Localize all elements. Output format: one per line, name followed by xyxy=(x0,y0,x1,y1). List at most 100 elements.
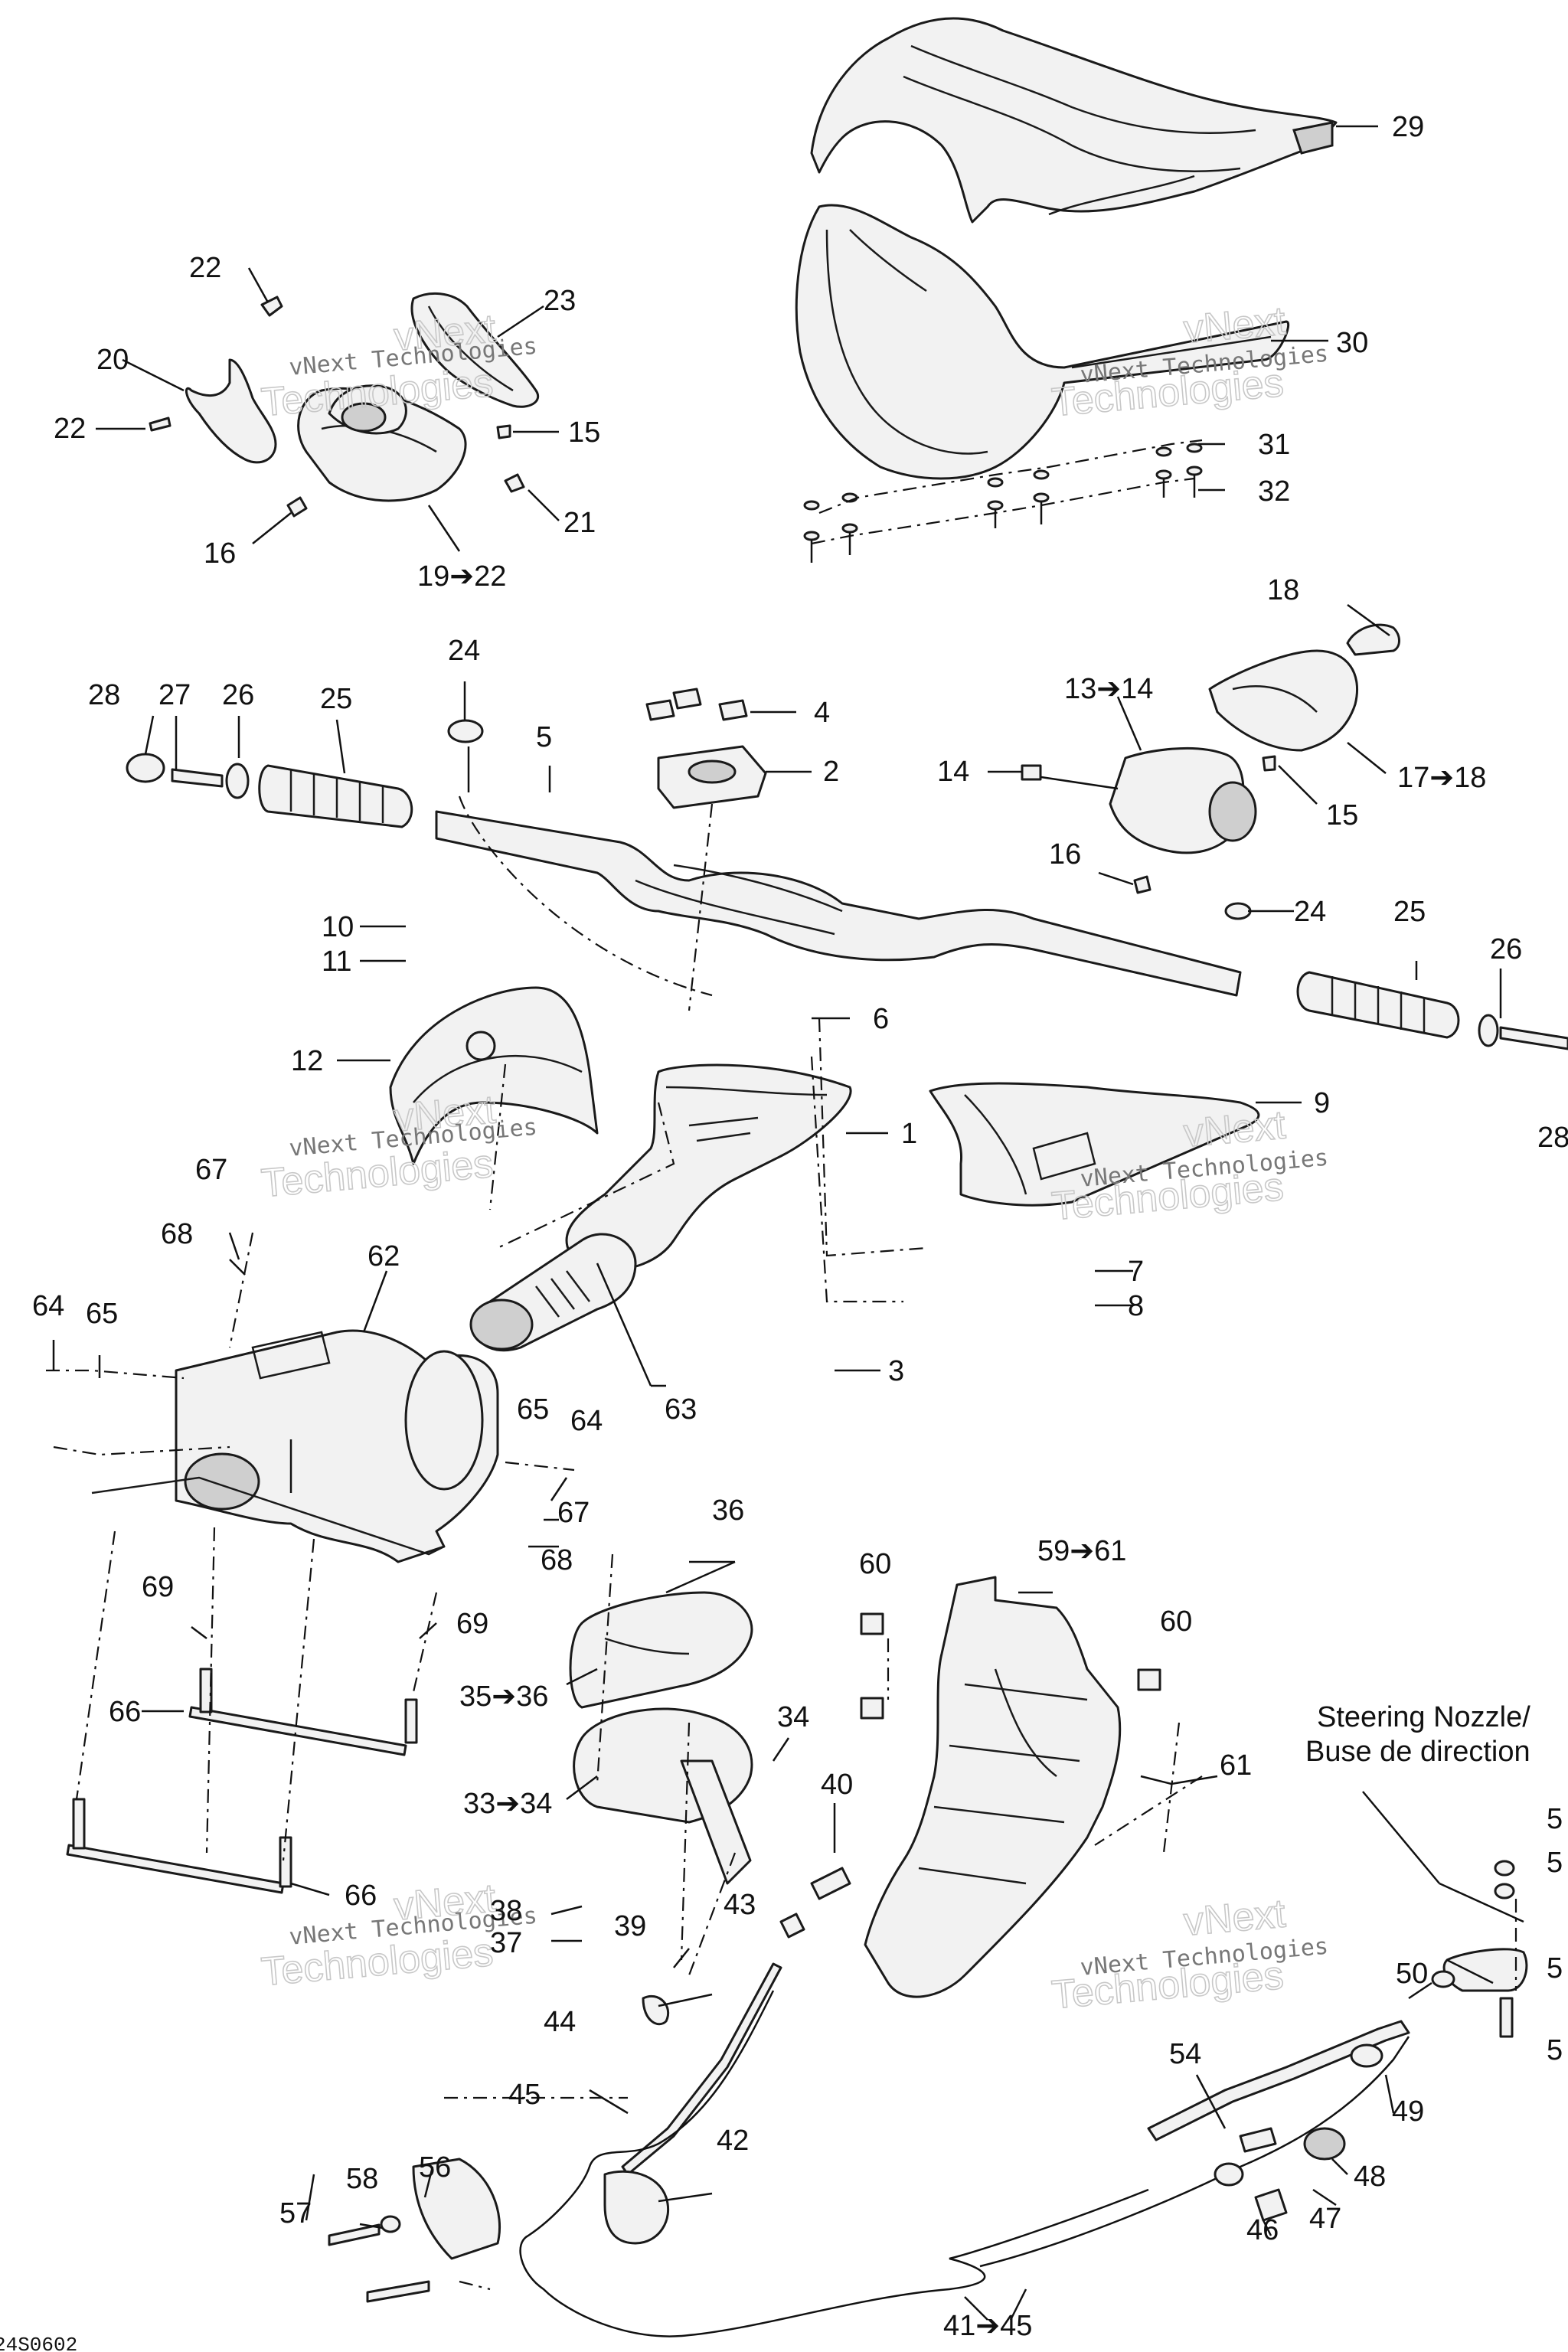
callout-64b: 64 xyxy=(570,1405,603,1437)
callout-47: 47 xyxy=(1309,2203,1341,2235)
callout-67b: 67 xyxy=(557,1497,590,1529)
part-62-bracket-cover xyxy=(91,1329,499,1563)
callouts: 29 30 31 32 22 23 20 22 15 21 16 19➔22 1… xyxy=(32,111,1568,2342)
callout-28a: 28 xyxy=(88,679,120,711)
part-59-plate xyxy=(860,1576,1161,1998)
callout-61: 61 xyxy=(1220,1749,1252,1782)
callout-43: 43 xyxy=(724,1889,756,1921)
callout-51: 5 xyxy=(1547,1803,1563,1835)
callout-31: 31 xyxy=(1258,429,1290,461)
watermark-outline-top: vNext xyxy=(392,1087,498,1140)
callout-22b: 22 xyxy=(54,413,86,445)
callout-13-14: 13➔14 xyxy=(1064,673,1153,705)
callout-7: 7 xyxy=(1128,1256,1144,1288)
callout-20: 20 xyxy=(96,344,129,376)
watermark-outline-top: vNext xyxy=(1182,1102,1288,1155)
callout-2: 2 xyxy=(823,756,839,788)
callout-10: 10 xyxy=(322,911,354,943)
nozzle-label-line2: Buse de direction xyxy=(1305,1736,1530,1768)
callout-48: 48 xyxy=(1354,2161,1386,2193)
callout-11: 11 xyxy=(322,946,351,978)
callout-15a: 15 xyxy=(568,416,600,449)
watermark-outline-top: vNext xyxy=(1182,1891,1288,1944)
steering-cables xyxy=(519,1867,1410,2337)
callout-37: 37 xyxy=(490,1927,522,1959)
handlebar xyxy=(126,688,1568,1050)
callout-64a: 64 xyxy=(32,1290,64,1322)
callout-39: 39 xyxy=(614,1910,646,1942)
callout-49: 49 xyxy=(1392,2096,1424,2128)
callout-41-45: 41➔45 xyxy=(943,2310,1032,2342)
callout-21: 21 xyxy=(564,507,596,539)
part-9-shield xyxy=(929,1082,1260,1207)
callout-25b: 25 xyxy=(1393,896,1426,928)
callout-24a: 24 xyxy=(448,635,480,667)
watermark-outline-top: vNext xyxy=(1182,299,1288,351)
callout-6: 6 xyxy=(873,1003,889,1035)
callout-32: 32 xyxy=(1258,475,1290,508)
callout-68b: 68 xyxy=(541,1544,573,1576)
callout-38: 38 xyxy=(490,1895,522,1927)
callout-9: 9 xyxy=(1314,1087,1330,1119)
callout-65a: 65 xyxy=(86,1298,118,1330)
callout-16b: 16 xyxy=(1049,838,1081,871)
callout-26b: 26 xyxy=(1490,933,1522,965)
callout-63: 63 xyxy=(665,1393,697,1426)
callout-26a: 26 xyxy=(222,679,254,711)
callout-18: 18 xyxy=(1267,574,1299,606)
callout-4: 4 xyxy=(814,697,830,729)
callout-56: 56 xyxy=(419,2151,451,2184)
callout-33-34: 33➔34 xyxy=(463,1788,552,1820)
leader-lines xyxy=(46,125,1524,2321)
callout-8: 8 xyxy=(1128,1290,1144,1322)
callout-66b: 66 xyxy=(345,1880,377,1912)
callout-14: 14 xyxy=(937,756,969,788)
callout-60b: 60 xyxy=(1160,1606,1192,1638)
part-29-upper-cover xyxy=(810,17,1338,224)
callout-65b: 65 xyxy=(517,1393,549,1426)
callout-23: 23 xyxy=(544,285,576,317)
callout-68a: 68 xyxy=(161,1218,193,1250)
watermark-outline-top: vNext xyxy=(392,306,498,359)
callout-34: 34 xyxy=(777,1701,809,1733)
callout-1: 1 xyxy=(901,1118,917,1150)
right-switch-housing xyxy=(1021,623,1400,894)
callout-53: 5 xyxy=(1547,1952,1563,1984)
callout-54: 54 xyxy=(1169,2038,1201,2070)
callout-19-22: 19➔22 xyxy=(417,560,506,593)
callout-30: 30 xyxy=(1336,327,1368,359)
callout-12: 12 xyxy=(291,1045,323,1077)
callout-62: 62 xyxy=(368,1240,400,1272)
fasteners-31-32 xyxy=(803,439,1203,563)
steering-clamp xyxy=(569,1591,753,1885)
watermark-outline-top: vNext xyxy=(392,1876,498,1929)
callout-55: 5 xyxy=(1547,2034,1563,2066)
callout-22a: 22 xyxy=(189,252,221,284)
callout-69a: 69 xyxy=(142,1571,174,1603)
part-12-cover xyxy=(389,986,599,1165)
callout-24b: 24 xyxy=(1294,896,1326,928)
callout-28b: 28 xyxy=(1537,1122,1568,1154)
callout-5: 5 xyxy=(536,721,552,753)
callout-27: 27 xyxy=(158,679,191,711)
steering-column xyxy=(469,1063,852,1352)
callout-40: 40 xyxy=(821,1769,853,1801)
callout-36: 36 xyxy=(712,1494,744,1527)
part-66-bars xyxy=(66,1668,418,1894)
callout-29: 29 xyxy=(1392,111,1424,143)
callout-69b: 69 xyxy=(456,1608,488,1640)
callout-44: 44 xyxy=(544,2006,576,2038)
callout-42: 42 xyxy=(717,2125,749,2157)
callout-58: 58 xyxy=(346,2163,378,2195)
nozzle-label-line1: Steering Nozzle/ xyxy=(1317,1701,1530,1733)
nozzle-fittings xyxy=(1431,1860,1528,2038)
callout-17-18: 17➔18 xyxy=(1397,762,1486,794)
callout-45: 45 xyxy=(508,2079,541,2111)
left-switch-housing xyxy=(149,292,539,518)
callout-16a: 16 xyxy=(204,537,236,570)
figure-reference: 24S0602 xyxy=(0,2334,77,2352)
callout-15b: 15 xyxy=(1326,799,1358,831)
callout-66a: 66 xyxy=(109,1696,141,1728)
callout-25a: 25 xyxy=(320,683,352,715)
